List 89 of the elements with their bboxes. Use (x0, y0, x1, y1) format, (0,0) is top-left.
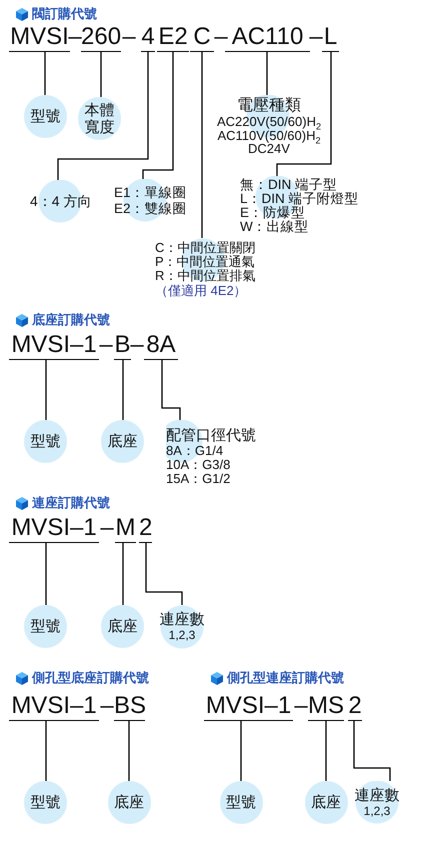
leader-line (353, 721, 391, 781)
leader-line (142, 52, 174, 179)
code-segment: 2 (139, 513, 152, 543)
leader-line (161, 360, 181, 420)
code-segment: MVSI–1 (204, 691, 293, 721)
circle-callout (101, 604, 144, 648)
leader-line (57, 52, 149, 180)
callout-text: C：中間位置關閉 (155, 241, 256, 255)
code-segment: 260 (81, 22, 121, 52)
section-heading: 側孔型連座訂購代號 (227, 670, 344, 686)
section-heading: 連座訂購代號 (32, 495, 110, 511)
code-segment: E2 (157, 22, 189, 52)
leader-line (145, 543, 183, 605)
leader-line (45, 360, 47, 420)
callout-text: 型號 (30, 794, 60, 810)
callout-text: P：中間位置通氣 (155, 255, 256, 270)
callout-text: 本體寬度 (84, 102, 116, 136)
code-segment: M (115, 513, 136, 543)
callout-text: 8A：G1/4 (166, 444, 224, 458)
code-segment: B (114, 330, 131, 360)
callout-text: 型號 (226, 794, 256, 810)
callout-text: 底座 (108, 618, 138, 634)
callout-text: 配管口徑代號 (166, 427, 257, 444)
callout-text: AC220V(50/60)H$_{2}$ (216, 115, 322, 128)
callout-text: E：防爆型 (240, 206, 306, 220)
callout-text: 底座 (311, 794, 341, 810)
callout-text: R：中間位置排氣 (155, 269, 256, 284)
callout-text: 無：DIN 端子型 (240, 178, 338, 192)
circle-callout (24, 95, 67, 138)
callout-text: 15A：G1/2 (166, 472, 232, 486)
callout-text: 型號 (30, 618, 60, 634)
section-heading: 閥訂購代號 (32, 6, 97, 22)
circle-callout (101, 420, 144, 462)
code-segment: MVSI–1 (9, 330, 99, 360)
callout-text: 4：4 方向 (30, 192, 92, 210)
callout-text: 底座 (108, 432, 138, 450)
leader-line (45, 721, 47, 781)
separator-dash: – (98, 330, 114, 360)
leader-line (122, 360, 124, 420)
callout-text: E1：單線圈 (114, 185, 184, 201)
callout-text: 10A：G3/8 (166, 458, 232, 472)
callout-text: （僅適用 4E2） (155, 284, 248, 298)
leader-line (100, 52, 102, 97)
code-segment: BS (114, 691, 145, 721)
separator-dash: – (308, 22, 324, 52)
circle-callout (24, 420, 67, 462)
leader-line (44, 52, 46, 95)
leader-line (45, 543, 47, 605)
circle-callout (24, 780, 67, 824)
callout-text: 型號 (30, 108, 60, 125)
leader-line (240, 721, 242, 781)
code-segment: MVSI–1 (9, 691, 99, 721)
leader-line (325, 721, 327, 781)
leader-line (266, 52, 268, 95)
circle-callout (108, 780, 150, 824)
separator-dash: – (121, 22, 137, 52)
code-segment: 4 (141, 22, 155, 52)
code-segment: MS (308, 691, 344, 721)
circle-callout (220, 780, 262, 824)
separator-dash: – (67, 22, 82, 52)
code-segment: MVSI–1 (9, 513, 99, 543)
callout-text: 連座數 (158, 611, 206, 628)
callout-text: DC24V (248, 142, 290, 156)
circle-callout (304, 780, 348, 824)
code-segment: 2 (348, 691, 362, 721)
callout-text: 電壓種類 (236, 97, 302, 115)
leader-line (276, 52, 332, 176)
code-segment: L (322, 22, 339, 52)
separator-dash: – (293, 691, 308, 721)
leader-line (122, 543, 124, 605)
leader-line (201, 52, 203, 238)
callout-text: 底座 (114, 794, 144, 810)
callout-text: AC110V(50/60)H$_{2}$ (216, 128, 322, 142)
callout-text: 型號 (30, 432, 60, 450)
separator-dash: – (99, 513, 115, 543)
callout-text: 1,2,3 (168, 628, 196, 642)
callout-text: W：出線型 (240, 220, 310, 234)
circle-callout (24, 604, 67, 648)
section-heading: 底座訂購代號 (32, 312, 110, 328)
section-heading: 側孔型底座訂購代號 (32, 670, 149, 686)
leader-line (128, 721, 130, 781)
code-segment: C (190, 22, 214, 52)
separator-dash: – (99, 691, 114, 721)
circle-callout (78, 97, 121, 140)
separator-dash: – (130, 330, 145, 360)
callout-text: E2：雙線圈 (114, 201, 184, 217)
callout-text: 連座數 (354, 787, 400, 804)
callout-text: 1,2,3 (362, 804, 392, 818)
code-segment: 8A (144, 330, 178, 360)
